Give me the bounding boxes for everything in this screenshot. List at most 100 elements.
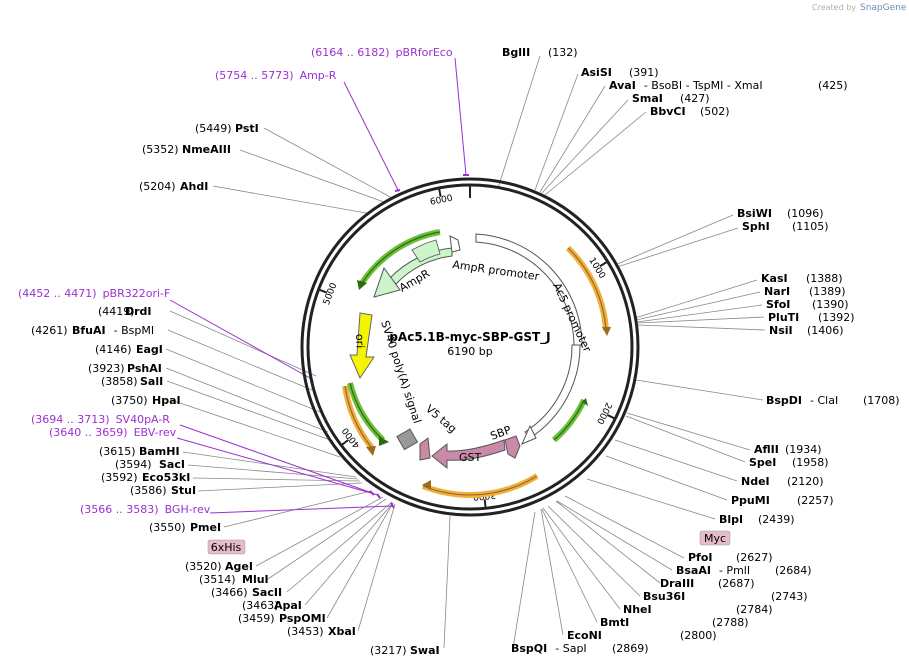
site-position: (391) [629, 66, 659, 79]
plasmid-name: pAc5.1B-myc-SBP-GST_J [389, 330, 550, 345]
scale-tick [483, 499, 487, 509]
site-position: (1708) [863, 394, 900, 407]
sbp-shape [504, 435, 521, 459]
credit-created-by: Created by [812, 3, 856, 12]
site-position: (2869) [612, 642, 649, 655]
ac5-promoter-head [521, 424, 537, 445]
restriction-sites-right: BglII(132)AsiSI(391)AvaI- BsoBI - TspMI … [502, 46, 900, 655]
site-label-smai: SmaI [632, 92, 663, 105]
scale-tick [318, 288, 328, 294]
site-position: (1934) [785, 443, 822, 456]
site-label-spei: SpeI [749, 456, 776, 469]
site-label-bbvci: BbvCI [650, 105, 686, 118]
myc-label-box [699, 530, 731, 546]
site-position: (3594) [115, 458, 152, 471]
site-position: (1392) [818, 311, 855, 324]
ampr-arrow-tail [411, 239, 441, 263]
primer-amp-r: (5754 .. 5773)Amp-R [215, 69, 337, 82]
green-arc-edges [349, 231, 585, 441]
site-position: (3858) [101, 375, 138, 388]
credit-brand: SnapGene [860, 3, 907, 13]
site-label-swai: SwaI [410, 644, 440, 657]
scale-tick-label: 5000 [322, 281, 340, 306]
site-position: (1389) [809, 285, 846, 298]
feature-label-v5-tag: V5 tag [423, 402, 459, 435]
site-position: (4261) [31, 324, 68, 337]
site-position: (132) [548, 46, 578, 59]
site-label-sfoi: SfoI [766, 298, 790, 311]
orange-arc-edges [344, 247, 607, 496]
site-label-bsu36i: Bsu36I [643, 590, 685, 603]
site-position: (3923) [88, 362, 125, 375]
site-position: (3463) [242, 599, 279, 612]
site-label-avai: AvaI- BsoBI - TspMI - XmaI [609, 79, 763, 92]
feature-label-ori: ori [353, 334, 366, 349]
site-position: (427) [680, 92, 710, 105]
site-position: (4146) [95, 343, 132, 356]
site-position: (2439) [758, 513, 795, 526]
site-label-drdi: DrdI [125, 305, 152, 318]
site-position: (3514) [199, 573, 236, 586]
plasmid-size: 6190 bp [447, 345, 492, 358]
site-leader-lines [165, 55, 766, 649]
site-label-blpi: BlpI [719, 513, 743, 526]
site-position: (1390) [812, 298, 849, 311]
site-label-econi: EcoNI [567, 629, 602, 642]
site-label-ahdi: AhdI [180, 180, 208, 193]
site-label-psti: PstI [235, 122, 259, 135]
his-label-box [207, 539, 246, 555]
site-label-bsiwi: BsiWI [737, 207, 772, 220]
site-label-eco53ki: Eco53kI [142, 471, 190, 484]
site-label-asisi: AsiSI [581, 66, 612, 79]
site-position: (1958) [792, 456, 829, 469]
sv40-polya-box [396, 428, 419, 451]
site-label-bspdi: BspDI- ClaI [766, 394, 838, 407]
scale-tick-label: 6000 [429, 194, 454, 208]
site-label-sacii: SacII [252, 586, 282, 599]
myc-label: Myc [704, 532, 726, 545]
site-position: (2120) [787, 475, 824, 488]
site-position: (2257) [797, 494, 834, 507]
primer-bgh-rev: (3566 .. 3583)BGH-rev [80, 503, 211, 516]
site-position: (1105) [792, 220, 829, 233]
orange-arc-heads [366, 327, 611, 490]
site-position: (425) [818, 79, 848, 92]
site-position: (3586) [130, 484, 167, 497]
feature-label-gst: GST [459, 451, 482, 464]
site-label-kasi: KasI [761, 272, 788, 285]
site-position: (3217) [370, 644, 407, 657]
gst-arrow [431, 439, 506, 470]
site-position: (3550) [149, 521, 186, 534]
site-position: (2743) [771, 590, 808, 603]
site-position: (1096) [787, 207, 824, 220]
site-label-saci: SacI [159, 458, 185, 471]
ori-arrow [349, 312, 375, 380]
site-position: (2784) [736, 603, 773, 616]
site-label-pmei: PmeI [190, 521, 221, 534]
site-position: (1406) [807, 324, 844, 337]
site-label-draiii: DraIII [660, 577, 694, 590]
site-label-eagi: EagI [136, 343, 163, 356]
site-label-stui: StuI [171, 484, 196, 497]
site-label-bfuai: BfuAI- BspMI [72, 324, 154, 337]
site-position: (3520) [185, 560, 222, 573]
site-label-pluti: PluTI [768, 311, 799, 324]
scale-tick [340, 439, 350, 447]
site-label-bmti: BmtI [600, 616, 629, 629]
site-position: (5204) [139, 180, 176, 193]
site-position: (2684) [775, 564, 812, 577]
scale-tick [599, 260, 609, 268]
site-label-bspqi: BspQI- SapI [511, 642, 587, 655]
scale-tick-label: 2000 [594, 401, 613, 426]
site-label-nhei: NheI [623, 603, 652, 616]
site-position: (2627) [736, 551, 773, 564]
site-label-nsii: NsiI [769, 324, 793, 337]
site-position: (2788) [712, 616, 749, 629]
site-label-bamhi: BamHI [139, 445, 180, 458]
site-label-sali: SalI [140, 375, 163, 388]
v5-tag-shape [419, 437, 431, 461]
site-label-pfoi: PfoI [688, 551, 713, 564]
site-position: (5449) [195, 122, 232, 135]
site-position: (3453) [287, 625, 324, 638]
